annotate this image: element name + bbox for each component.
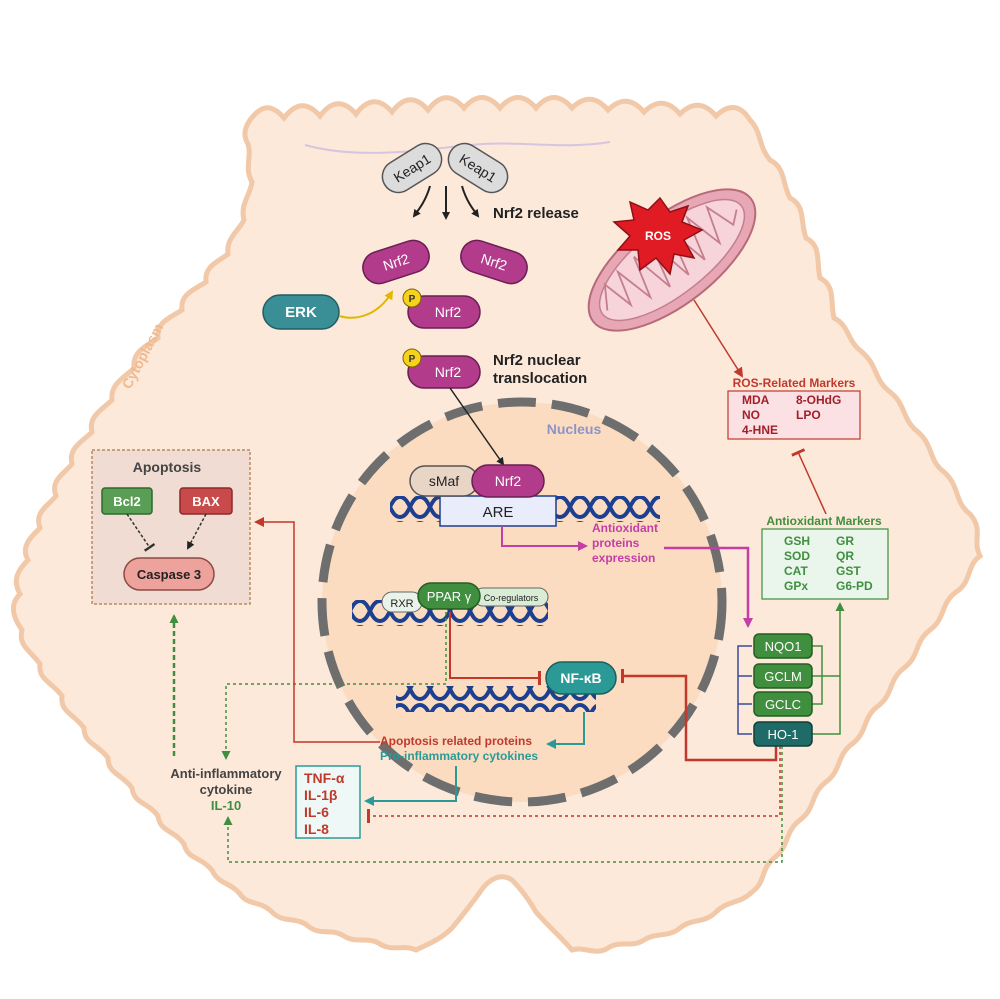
ho1-inhibit-nfkb (621, 669, 778, 762)
target-nqo1 (753, 633, 813, 659)
anti-inflammatory-line3: IL-10 (211, 798, 241, 813)
cytokine-3: IL-8 (304, 821, 329, 837)
caspase3-label: Caspase 3 (137, 567, 201, 582)
translocation-label-1: Nrf2 nuclear (493, 352, 581, 369)
nfkb-label: NF-κB (560, 670, 601, 686)
nrf2-phospho (407, 295, 481, 329)
apoptosis-title: Apoptosis (133, 459, 202, 475)
svg-text:Nrf2: Nrf2 (381, 250, 411, 273)
nfkb-node (545, 661, 617, 695)
target-gclm-label: GCLM (764, 669, 802, 684)
nrf2-nuclear (471, 464, 545, 498)
cytokine-1: IL-1β (304, 787, 338, 803)
antiox-marker-1: GR (836, 534, 854, 548)
release-arrow-left (412, 185, 431, 218)
proinflammatory-label: Pro-inflammatory cytokines (380, 749, 538, 763)
mito-to-ros-markers (693, 299, 744, 378)
nrf2-phospho-label: Nrf2 (435, 304, 462, 320)
ros-marker-3: LPO (796, 408, 821, 422)
bax-label: BAX (192, 494, 220, 509)
pparg-label: PPAR γ (427, 589, 472, 604)
nucleus-label: Nucleus (547, 421, 602, 437)
cytokine-0: TNF-α (304, 770, 345, 786)
antiox-marker-2: SOD (784, 549, 810, 563)
phospho-badge-label: P (409, 294, 416, 305)
ros-markers-box (727, 390, 861, 440)
translocation-arrow (449, 387, 505, 466)
antiox-marker-0: GSH (784, 534, 810, 548)
target-nqo1-label: NQO1 (765, 639, 802, 654)
antiox-to-targets-arrow (664, 546, 753, 628)
phospho-badge-2 (402, 348, 422, 368)
svg-text:Nrf2: Nrf2 (479, 250, 509, 273)
bcl2-label: Bcl2 (113, 494, 140, 509)
nrf2-translocating (407, 355, 481, 389)
ros-marker-1: 8-OHdG (796, 393, 841, 407)
antiox-marker-7: G6-PD (836, 579, 873, 593)
ros-marker-4: 4-HNE (742, 423, 778, 437)
pparg-node (417, 582, 481, 610)
target-ho1 (753, 721, 813, 747)
erk-phosphorylation-arrow (338, 290, 394, 319)
target-gclc (753, 691, 813, 717)
proinflammatory-arrow (364, 766, 457, 806)
antiox-expr-label-1: Antioxidant (592, 521, 658, 535)
nfkb-to-proinflammatory (546, 712, 585, 749)
pparg-to-il10 (221, 612, 447, 760)
rxr-label: RXR (390, 598, 413, 610)
cytokines-box (295, 765, 361, 839)
caspase3-node (123, 557, 215, 591)
ros-marker-2: NO (742, 408, 760, 422)
antiox-markers-title: Antioxidant Markers (766, 514, 882, 528)
apoptosis-proteins-arrow (254, 517, 380, 743)
are-label: ARE (483, 504, 514, 521)
keap1-left: Keap1 (381, 142, 443, 194)
bax-activate-caspase (187, 513, 207, 550)
antiox-markers-box (761, 528, 889, 600)
nrf2-nuclear-label: Nrf2 (495, 473, 522, 489)
release-arrow-right (461, 185, 480, 218)
antiox-marker-5: GST (836, 564, 861, 578)
ho1-to-il10 (223, 746, 783, 863)
ros-label: ROS (645, 229, 671, 243)
coregulators-label: Co-regulators (484, 593, 539, 603)
erk-node (262, 294, 340, 330)
apoptosis-proteins-label: Apoptosis related proteins (380, 734, 532, 748)
translocation-label-2: translocation (493, 370, 587, 387)
target-ho1-label: HO-1 (767, 727, 798, 742)
smaf-label: sMaf (429, 473, 459, 489)
pparg-inhibit-nfkb (449, 612, 541, 685)
antiox-expr-label-2: proteins (592, 536, 640, 550)
antiox-marker-4: CAT (784, 564, 808, 578)
targets-to-antiox-markers (812, 604, 840, 735)
antiox-marker-3: QR (836, 549, 854, 563)
erk-label: ERK (285, 304, 317, 321)
ros-burst (612, 196, 704, 276)
nrf2-free-right: Nrf2 (460, 239, 528, 285)
antiox-expression-arrow (501, 526, 588, 551)
ho1-inhibit-cytokines (367, 746, 781, 823)
phospho-badge (402, 288, 422, 308)
bcl2-inhibit-caspase (126, 513, 156, 552)
ros-markers-title: ROS-Related Markers (733, 376, 856, 390)
ros-marker-0: MDA (742, 393, 770, 407)
nrf2-translocating-label: Nrf2 (435, 364, 462, 380)
cytokine-2: IL-6 (304, 804, 329, 820)
target-gclc-label: GCLC (765, 697, 801, 712)
antiox-expr-label-3: expression (592, 551, 655, 565)
nrf2-free-left: Nrf2 (362, 239, 430, 285)
target-gclm (753, 663, 813, 689)
antiox-inhibit-ros (791, 448, 827, 515)
nrf2-release-label: Nrf2 release (493, 205, 579, 222)
antiox-marker-6: GPx (784, 579, 808, 593)
phospho-badge-2-label: P (409, 354, 416, 365)
anti-inflammatory-line2: cytokine (200, 782, 253, 797)
targets-bracket (737, 645, 752, 735)
anti-inflammatory-line1: Anti-inflammatory (170, 766, 282, 781)
